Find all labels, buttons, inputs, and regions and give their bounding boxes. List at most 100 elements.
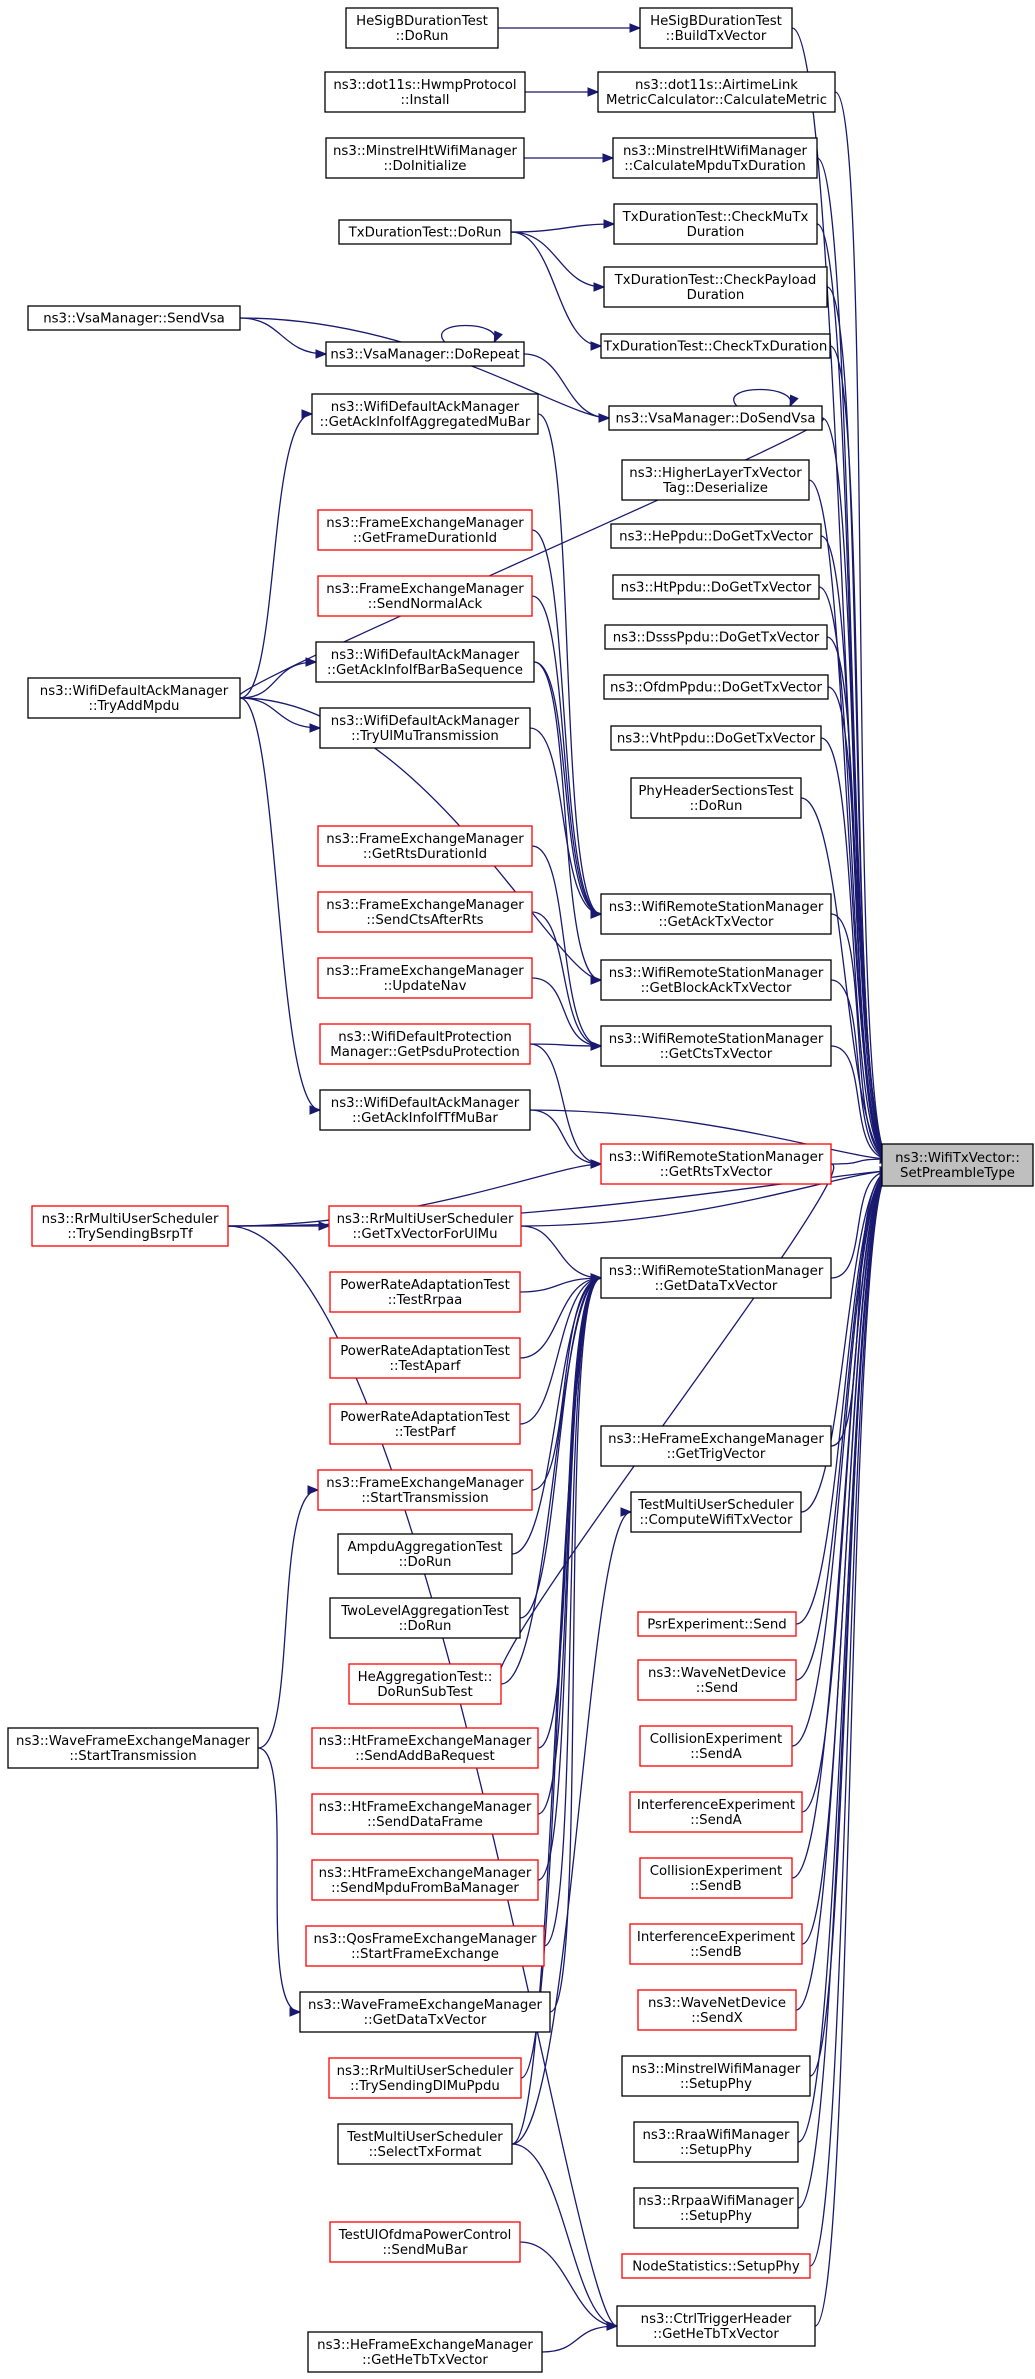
node-sendvsa[interactable]: ns3::VsaManager::SendVsa <box>27 305 241 331</box>
node-label-line: ns3::dot11s::AirtimeLink <box>635 78 798 93</box>
node-dsssppdu[interactable]: ns3::DsssPpdu::DoGetTxVector <box>604 624 828 650</box>
node-label-line: ns3::HtFrameExchangeManager <box>319 1800 532 1815</box>
edge-psrsend-to-target <box>795 1170 891 1625</box>
node-vhtppdu[interactable]: ns3::VhtPpdu::DoGetTxVector <box>610 725 822 751</box>
edge-vhtppdu-to-target <box>820 737 891 1160</box>
node-txvecforulmu[interactable]: ns3::RrMultiUserScheduler::GetTxVectorFo… <box>328 1205 522 1247</box>
node-framedur[interactable]: ns3::FrameExchangeManager::GetFrameDurat… <box>317 509 533 551</box>
node-sendaddba[interactable]: ns3::HtFrameExchangeManager::SendAddBaRe… <box>311 1727 539 1769</box>
node-getctstx[interactable]: ns3::WifiRemoteStationManager::GetCtsTxV… <box>600 1025 832 1067</box>
node-psduprot[interactable]: ns3::WifiDefaultProtectionManager::GetPs… <box>319 1023 531 1065</box>
node-acktfmubar[interactable]: ns3::WifiDefaultAckManager::GetAckInfoIf… <box>319 1089 531 1131</box>
node-label-line: ::SetupPhy <box>680 2143 752 2158</box>
node-rrpaasetup[interactable]: ns3::RrpaaWifiManager::SetupPhy <box>633 2187 799 2229</box>
node-sendmubar[interactable]: TestUlOfdmaPowerControl::SendMuBar <box>329 2221 521 2263</box>
node-label-line: ::TestRrpaa <box>388 1293 463 1308</box>
node-wavegetdata[interactable]: ns3::WaveFrameExchangeManager::GetDataTx… <box>299 1991 551 2033</box>
node-dorepeat[interactable]: ns3::VsaManager::DoRepeat <box>325 341 525 367</box>
node-getdatatx[interactable]: ns3::WifiRemoteStationManager::GetDataTx… <box>600 1257 832 1299</box>
node-hefemgethetb[interactable]: ns3::HeFrameExchangeManager::GetHeTbTxVe… <box>307 2331 543 2373</box>
node-checktx[interactable]: TxDurationTest::CheckTxDuration <box>600 333 831 359</box>
node-box <box>337 2123 513 2165</box>
node-interfA[interactable]: InterferenceExperiment::SendA <box>629 1791 803 1833</box>
node-starttx[interactable]: ns3::FrameExchangeManager::StartTransmis… <box>317 1469 533 1511</box>
node-sendmpdu[interactable]: ns3::HtFrameExchangeManager::SendMpduFro… <box>311 1859 539 1901</box>
node-trysendbsrp[interactable]: ns3::RrMultiUserScheduler::TrySendingBsr… <box>31 1205 229 1247</box>
node-label-line: ::SendNormalAck <box>368 597 483 612</box>
node-testparf[interactable]: PowerRateAdaptationTest::TestParf <box>329 1403 521 1445</box>
node-heppdu[interactable]: ns3::HePpdu::DoGetTxVector <box>610 523 822 549</box>
node-label-line: ns3::WifiDefaultProtection <box>338 1030 512 1045</box>
edge-txdur_dorun-to-checktx <box>510 231 602 347</box>
node-box <box>317 1469 533 1511</box>
node-target[interactable]: ns3::WifiTxVector::SetPreambleType <box>881 1143 1034 1187</box>
node-box <box>637 1989 797 2031</box>
node-sendcts[interactable]: ns3::FrameExchangeManager::SendCtsAfterR… <box>317 891 533 933</box>
node-rtsdur[interactable]: ns3::FrameExchangeManager::GetRtsDuratio… <box>317 825 533 867</box>
node-testrrpaa[interactable]: PowerRateAdaptationTest::TestRrpaa <box>329 1271 521 1313</box>
node-ofdmppdu[interactable]: ns3::OfdmPpdu::DoGetTxVector <box>603 674 829 700</box>
node-ackaggmubar[interactable]: ns3::WifiDefaultAckManager::GetAckInfoIf… <box>311 393 539 435</box>
node-psrsend[interactable]: PsrExperiment::Send <box>637 1611 797 1637</box>
node-senddataframe[interactable]: ns3::HtFrameExchangeManager::SendDataFra… <box>311 1793 539 1835</box>
edge-sendcts-to-getctstx <box>531 911 602 1047</box>
node-testaparf[interactable]: PowerRateAdaptationTest::TestAparf <box>329 1337 521 1379</box>
edge-tryaddmpdu-to-ackbarba <box>239 661 317 699</box>
node-txdur-dorun[interactable]: TxDurationTest::DoRun <box>338 219 512 245</box>
node-phyheader[interactable]: PhyHeaderSectionsTest::DoRun <box>630 777 802 819</box>
node-htppdu[interactable]: ns3::HtPpdu::DoGetTxVector <box>612 574 820 600</box>
node-getrtstx[interactable]: ns3::WifiRemoteStationManager::GetRtsTxV… <box>600 1143 832 1185</box>
node-computewifi[interactable]: TestMultiUserScheduler::ComputeWifiTxVec… <box>630 1491 802 1533</box>
edge-getdatatx-to-target <box>830 1170 891 1279</box>
edge-gethetb-to-target <box>814 1170 891 2327</box>
node-label-line: ::Install <box>401 93 450 108</box>
node-box <box>637 1659 797 1701</box>
node-minstrelht-init[interactable]: ns3::MinstrelHtWifiManager::DoInitialize <box>325 137 525 179</box>
node-getacktx[interactable]: ns3::WifiRemoteStationManager::GetAckTxV… <box>600 893 832 935</box>
node-wavesend[interactable]: ns3::WaveNetDevice::Send <box>637 1659 797 1701</box>
node-nodestats[interactable]: NodeStatistics::SetupPhy <box>621 2253 811 2279</box>
node-label-line: ns3::HeFrameExchangeManager <box>608 1432 824 1447</box>
node-label-line: ::TrySendingDlMuPpdu <box>350 2079 500 2094</box>
node-rraasetup[interactable]: ns3::RraaWifiManager::SetupPhy <box>633 2121 799 2163</box>
node-minstrelsetup[interactable]: ns3::MinstrelWifiManager::SetupPhy <box>621 2055 811 2097</box>
node-label-line: ns3::MinstrelWifiManager <box>632 2062 801 2077</box>
node-box <box>27 677 241 719</box>
node-interfB[interactable]: InterferenceExperiment::SendB <box>629 1923 803 1965</box>
node-heagg[interactable]: HeAggregationTest::DoRunSubTest <box>348 1663 502 1705</box>
node-hwmp[interactable]: ns3::dot11s::HwmpProtocol::Install <box>324 71 526 113</box>
node-minstrelht-calc[interactable]: ns3::MinstrelHtWifiManager::CalculateMpd… <box>612 137 818 179</box>
edge-ofdmppdu-to-target <box>827 686 891 1160</box>
node-hesigb-build[interactable]: HeSigBDurationTest::BuildTxVector <box>639 7 793 49</box>
node-gethetb[interactable]: ns3::CtrlTriggerHeader::GetHeTbTxVector <box>616 2305 816 2347</box>
node-tryulmu[interactable]: ns3::WifiDefaultAckManager::TryUlMuTrans… <box>319 707 531 749</box>
node-updatenav[interactable]: ns3::FrameExchangeManager::UpdateNav <box>317 957 533 999</box>
node-getrigvector[interactable]: ns3::HeFrameExchangeManager::GetTrigVect… <box>600 1425 832 1467</box>
edge-selecttx-to-getdatatx-arrowhead <box>590 1273 603 1283</box>
node-label-line: Duration <box>687 225 745 240</box>
node-qosstart[interactable]: ns3::QosFrameExchangeManager::StartFrame… <box>305 1925 545 1967</box>
node-trysenddl[interactable]: ns3::RrMultiUserScheduler::TrySendingDlM… <box>328 2057 522 2099</box>
node-label-line: ::BuildTxVector <box>666 29 767 44</box>
node-collisionB[interactable]: CollisionExperiment::SendB <box>639 1857 793 1899</box>
node-hesigb-dorun[interactable]: HeSigBDurationTest::DoRun <box>345 7 499 49</box>
node-wavesendx[interactable]: ns3::WaveNetDevice::SendX <box>637 1989 797 2031</box>
node-airtime[interactable]: ns3::dot11s::AirtimeLinkMetricCalculator… <box>597 71 836 113</box>
node-collisionA[interactable]: CollisionExperiment::SendA <box>639 1725 793 1767</box>
node-selecttx[interactable]: TestMultiUserScheduler::SelectTxFormat <box>337 2123 513 2165</box>
node-getblockack[interactable]: ns3::WifiRemoteStationManager::GetBlockA… <box>600 959 832 1001</box>
node-wavestarttx[interactable]: ns3::WaveFrameExchangeManager::StartTran… <box>7 1727 259 1769</box>
node-label-line: SetPreambleType <box>900 1166 1015 1181</box>
node-box <box>600 893 832 935</box>
node-sendnormalack[interactable]: ns3::FrameExchangeManager::SendNormalAck <box>317 575 533 617</box>
node-twolevel[interactable]: TwoLevelAggregationTest::DoRun <box>329 1597 521 1639</box>
node-ampdu[interactable]: AmpduAggregationTest::DoRun <box>337 1533 513 1575</box>
node-tryaddmpdu[interactable]: ns3::WifiDefaultAckManager::TryAddMpdu <box>27 677 241 719</box>
node-dosendvsa[interactable]: ns3::VsaManager::DoSendVsa <box>608 405 823 431</box>
node-ackbarba[interactable]: ns3::WifiDefaultAckManager::GetAckInfoIf… <box>315 641 535 683</box>
edge-layer <box>227 23 892 2353</box>
node-box <box>621 2253 811 2279</box>
